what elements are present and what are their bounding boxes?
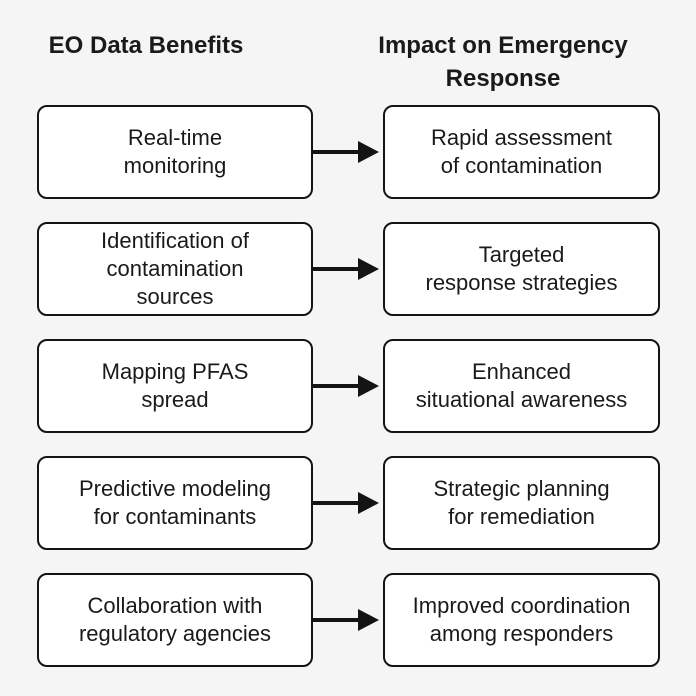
arrow-line xyxy=(313,384,358,388)
diagram-rows: Real-time monitoring Rapid assessment of… xyxy=(37,105,660,667)
impact-text: Strategic planning for remediation xyxy=(433,476,610,529)
impact-box-rapid-assessment: Rapid assessment of contamination xyxy=(383,105,660,199)
arrow-line xyxy=(313,501,358,505)
diagram-row-4: Predictive modeling for contaminants Str… xyxy=(37,456,660,550)
impact-box-situational-awareness: Enhanced situational awareness xyxy=(383,339,660,433)
arrow-line xyxy=(313,618,358,622)
benefit-box-collaboration-agencies: Collaboration with regulatory agencies xyxy=(37,573,313,667)
impact-box-strategic-planning: Strategic planning for remediation xyxy=(383,456,660,550)
right-column-header: Impact on Emergency Response xyxy=(378,32,628,92)
arrow-right-icon xyxy=(313,573,383,667)
impact-text: Enhanced situational awareness xyxy=(415,359,628,412)
benefit-box-realtime-monitoring: Real-time monitoring xyxy=(37,105,313,199)
impact-box-improved-coordination: Improved coordination among responders xyxy=(383,573,660,667)
diagram-row-1: Real-time monitoring Rapid assessment of… xyxy=(37,105,660,199)
benefit-box-mapping-pfas: Mapping PFAS spread xyxy=(37,339,313,433)
benefit-text: Collaboration with regulatory agencies xyxy=(78,593,271,646)
arrow-line xyxy=(313,267,358,271)
diagram-row-3: Mapping PFAS spread Enhanced situational… xyxy=(37,339,660,433)
arrow-head xyxy=(358,375,379,397)
benefit-text: Real-time monitoring xyxy=(123,125,227,178)
impact-text: Targeted response strategies xyxy=(425,242,618,295)
benefit-text: Predictive modeling for contaminants xyxy=(79,476,271,529)
arrow-right-icon xyxy=(313,339,383,433)
impact-text: Improved coordination among responders xyxy=(412,593,631,646)
arrow-head xyxy=(358,492,379,514)
arrow-head xyxy=(358,141,379,163)
benefit-text: Mapping PFAS spread xyxy=(101,359,249,412)
arrow-head xyxy=(358,258,379,280)
arrow-right-icon xyxy=(313,222,383,316)
arrow-right-icon xyxy=(313,456,383,550)
benefit-text: Identification of contamination sources xyxy=(101,228,249,309)
impact-text: Rapid assessment of contamination xyxy=(431,125,612,178)
arrow-head xyxy=(358,609,379,631)
arrow-line xyxy=(313,150,358,154)
left-column-header: EO Data Benefits xyxy=(48,32,244,59)
impact-box-targeted-response: Targeted response strategies xyxy=(383,222,660,316)
benefit-box-identification-sources: Identification of contamination sources xyxy=(37,222,313,316)
diagram-row-5: Collaboration with regulatory agencies I… xyxy=(37,573,660,667)
arrow-right-icon xyxy=(313,105,383,199)
diagram-row-2: Identification of contamination sources … xyxy=(37,222,660,316)
benefit-box-predictive-modeling: Predictive modeling for contaminants xyxy=(37,456,313,550)
